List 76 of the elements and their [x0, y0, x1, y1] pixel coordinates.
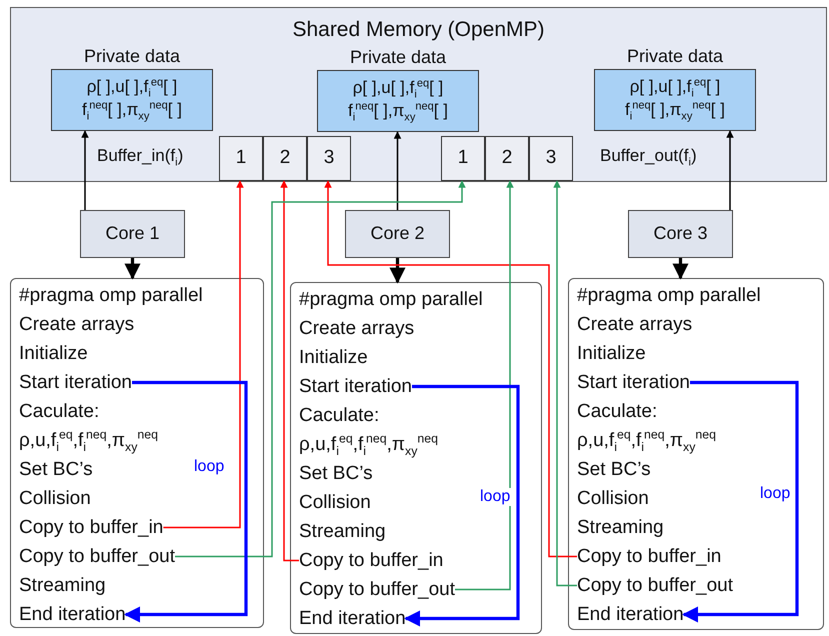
box-heading: Private data — [626, 45, 724, 68]
code-line: #pragma omp parallel — [299, 286, 483, 313]
buffer-label: Buffer_out(f$_{i}$) — [600, 146, 697, 166]
code-line: End iteration — [299, 605, 406, 632]
code-line: Caculate: — [19, 398, 100, 425]
box-heading: Private data — [348, 46, 448, 69]
arrow — [394, 131, 402, 210]
code-line: Copy to buffer_out — [19, 543, 175, 570]
buffer-cell: 1 — [441, 136, 485, 181]
arrow — [726, 130, 734, 210]
buffer-cell: 3 — [307, 136, 351, 181]
buffer-label: Buffer_in(f$_{i}$) — [97, 146, 184, 166]
code-line: Copy to buffer_in — [577, 543, 722, 570]
box-heading: Private data — [82, 45, 182, 68]
formula-text: ρ[ ],u[ ],f$_{i}$$^{eq}$[ ] — [352, 76, 444, 99]
formula-text: f$_{i}$$^{neq}$[ ],π$_{xy}$$^{neq}$[ ] — [347, 99, 449, 122]
formula-text: f$_{i}$$^{neq}$[ ],π$_{xy}$$^{neq}$[ ] — [81, 98, 183, 121]
code-panel — [10, 278, 264, 628]
code-line: Streaming — [577, 514, 664, 541]
panel-title: Shared Memory (OpenMP) — [291, 18, 546, 42]
code-line: Copy to buffer_out — [299, 576, 455, 603]
code-line: End iteration — [577, 601, 684, 628]
edge-label: loop — [192, 458, 226, 476]
core-box: Core 2 — [345, 210, 450, 258]
arrow — [454, 180, 514, 590]
arrow — [672, 258, 688, 280]
core-box: Core 3 — [628, 210, 733, 258]
code-line: Create arrays — [19, 311, 134, 338]
code-line: Streaming — [299, 518, 386, 545]
formula-text: ρ[ ],u[ ],f$_{i}$$^{eq}$[ ] — [628, 75, 722, 98]
buffer-cell: 1 — [219, 136, 263, 181]
code-panel — [290, 282, 542, 634]
code-line: Copy to buffer_in — [19, 514, 164, 541]
arrow — [553, 180, 577, 586]
code-line: Caculate: — [299, 402, 380, 429]
code-line: Initialize — [577, 340, 646, 367]
buffer-cell: 2 — [263, 136, 307, 181]
code-line: Set BC’s — [19, 456, 93, 483]
code-line: Create arrays — [577, 311, 692, 338]
edge-label: loop — [758, 485, 792, 503]
edge-label: loop — [478, 488, 512, 506]
arrow — [404, 384, 520, 626]
code-line: End iteration — [19, 601, 126, 628]
buffer-cell: 3 — [529, 136, 573, 181]
code-line: Copy to buffer_out — [577, 572, 733, 599]
arrow — [124, 380, 248, 622]
code-line: Set BC’s — [577, 456, 651, 483]
code-line: Initialize — [19, 340, 88, 367]
code-line: Collision — [577, 485, 649, 512]
code-line: Collision — [19, 485, 91, 512]
arrow — [324, 180, 577, 558]
code-line: Start iteration — [19, 369, 132, 396]
code-panel — [568, 278, 824, 630]
code-line: #pragma omp parallel — [577, 282, 761, 309]
formula-text: f$_{i}$$^{neq}$[ ],π$_{xy}$$^{neq}$[ ] — [624, 98, 726, 121]
arrow — [124, 258, 140, 280]
code-line: Start iteration — [299, 373, 412, 400]
arrow — [174, 180, 466, 558]
buffer-cell: 2 — [485, 136, 529, 181]
arrow — [163, 180, 244, 528]
code-line: Create arrays — [299, 315, 414, 342]
arrow — [280, 180, 299, 562]
code-line: Streaming — [19, 572, 106, 599]
code-line: Initialize — [299, 344, 368, 371]
code-line: Collision — [299, 489, 371, 516]
code-line: Copy to buffer_in — [299, 547, 444, 574]
core-box: Core 1 — [80, 210, 185, 258]
arrow — [81, 130, 89, 210]
formula-text: ρ[ ],u[ ],f$_{i}$$^{eq}$[ ] — [86, 75, 178, 98]
code-line: Caculate: — [577, 398, 658, 425]
arrow — [682, 380, 799, 622]
code-line: Set BC’s — [299, 460, 373, 487]
code-line: #pragma omp parallel — [19, 282, 203, 309]
arrow — [390, 258, 406, 284]
memory-panel — [10, 7, 827, 182]
code-line: Start iteration — [577, 369, 690, 396]
